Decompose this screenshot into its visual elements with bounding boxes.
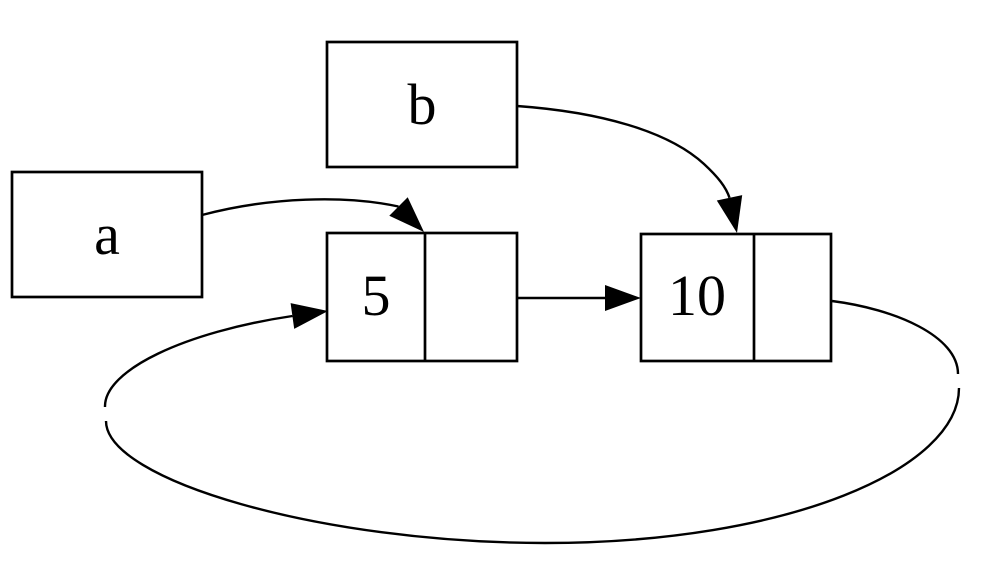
edge-a-to-cell5: [201, 197, 424, 232]
loop-segment-right: [831, 299, 960, 375]
variable-box-a: a: [10, 170, 204, 299]
variable-a-label: a: [94, 202, 120, 267]
loop-segment-left: [103, 314, 293, 408]
edge-a-to-cell5-shaft: [201, 198, 399, 217]
edge-b-to-cell10: [516, 104, 743, 233]
variable-b-rect: [325, 40, 519, 169]
cons-cell-10-value: 10: [668, 263, 726, 328]
edge-b-to-cell10-arrowhead-icon: [716, 195, 743, 233]
cons-cell-5: 5: [325, 231, 519, 363]
edge-a-to-cell5-arrowhead-icon: [389, 197, 424, 232]
cons-cell-10-rect: [639, 232, 833, 363]
variable-b-label: b: [408, 72, 437, 137]
variable-a-rect: [10, 170, 204, 299]
edge-cell10-loop-arrowhead-icon: [290, 303, 328, 329]
edge-cell5-to-cell10-arrowhead-icon: [605, 285, 641, 311]
variable-box-b: b: [325, 40, 519, 169]
edge-cell10-loop-to-cell5: [103, 299, 961, 545]
cons-cell-5-rect: [325, 231, 519, 363]
edge-cell5-to-cell10: [517, 285, 641, 311]
cons-cell-5-value: 5: [362, 263, 391, 328]
edge-b-to-cell10-shaft: [516, 104, 731, 199]
cons-cell-10: 10: [639, 232, 833, 363]
loop-segment-bottom: [104, 387, 961, 545]
